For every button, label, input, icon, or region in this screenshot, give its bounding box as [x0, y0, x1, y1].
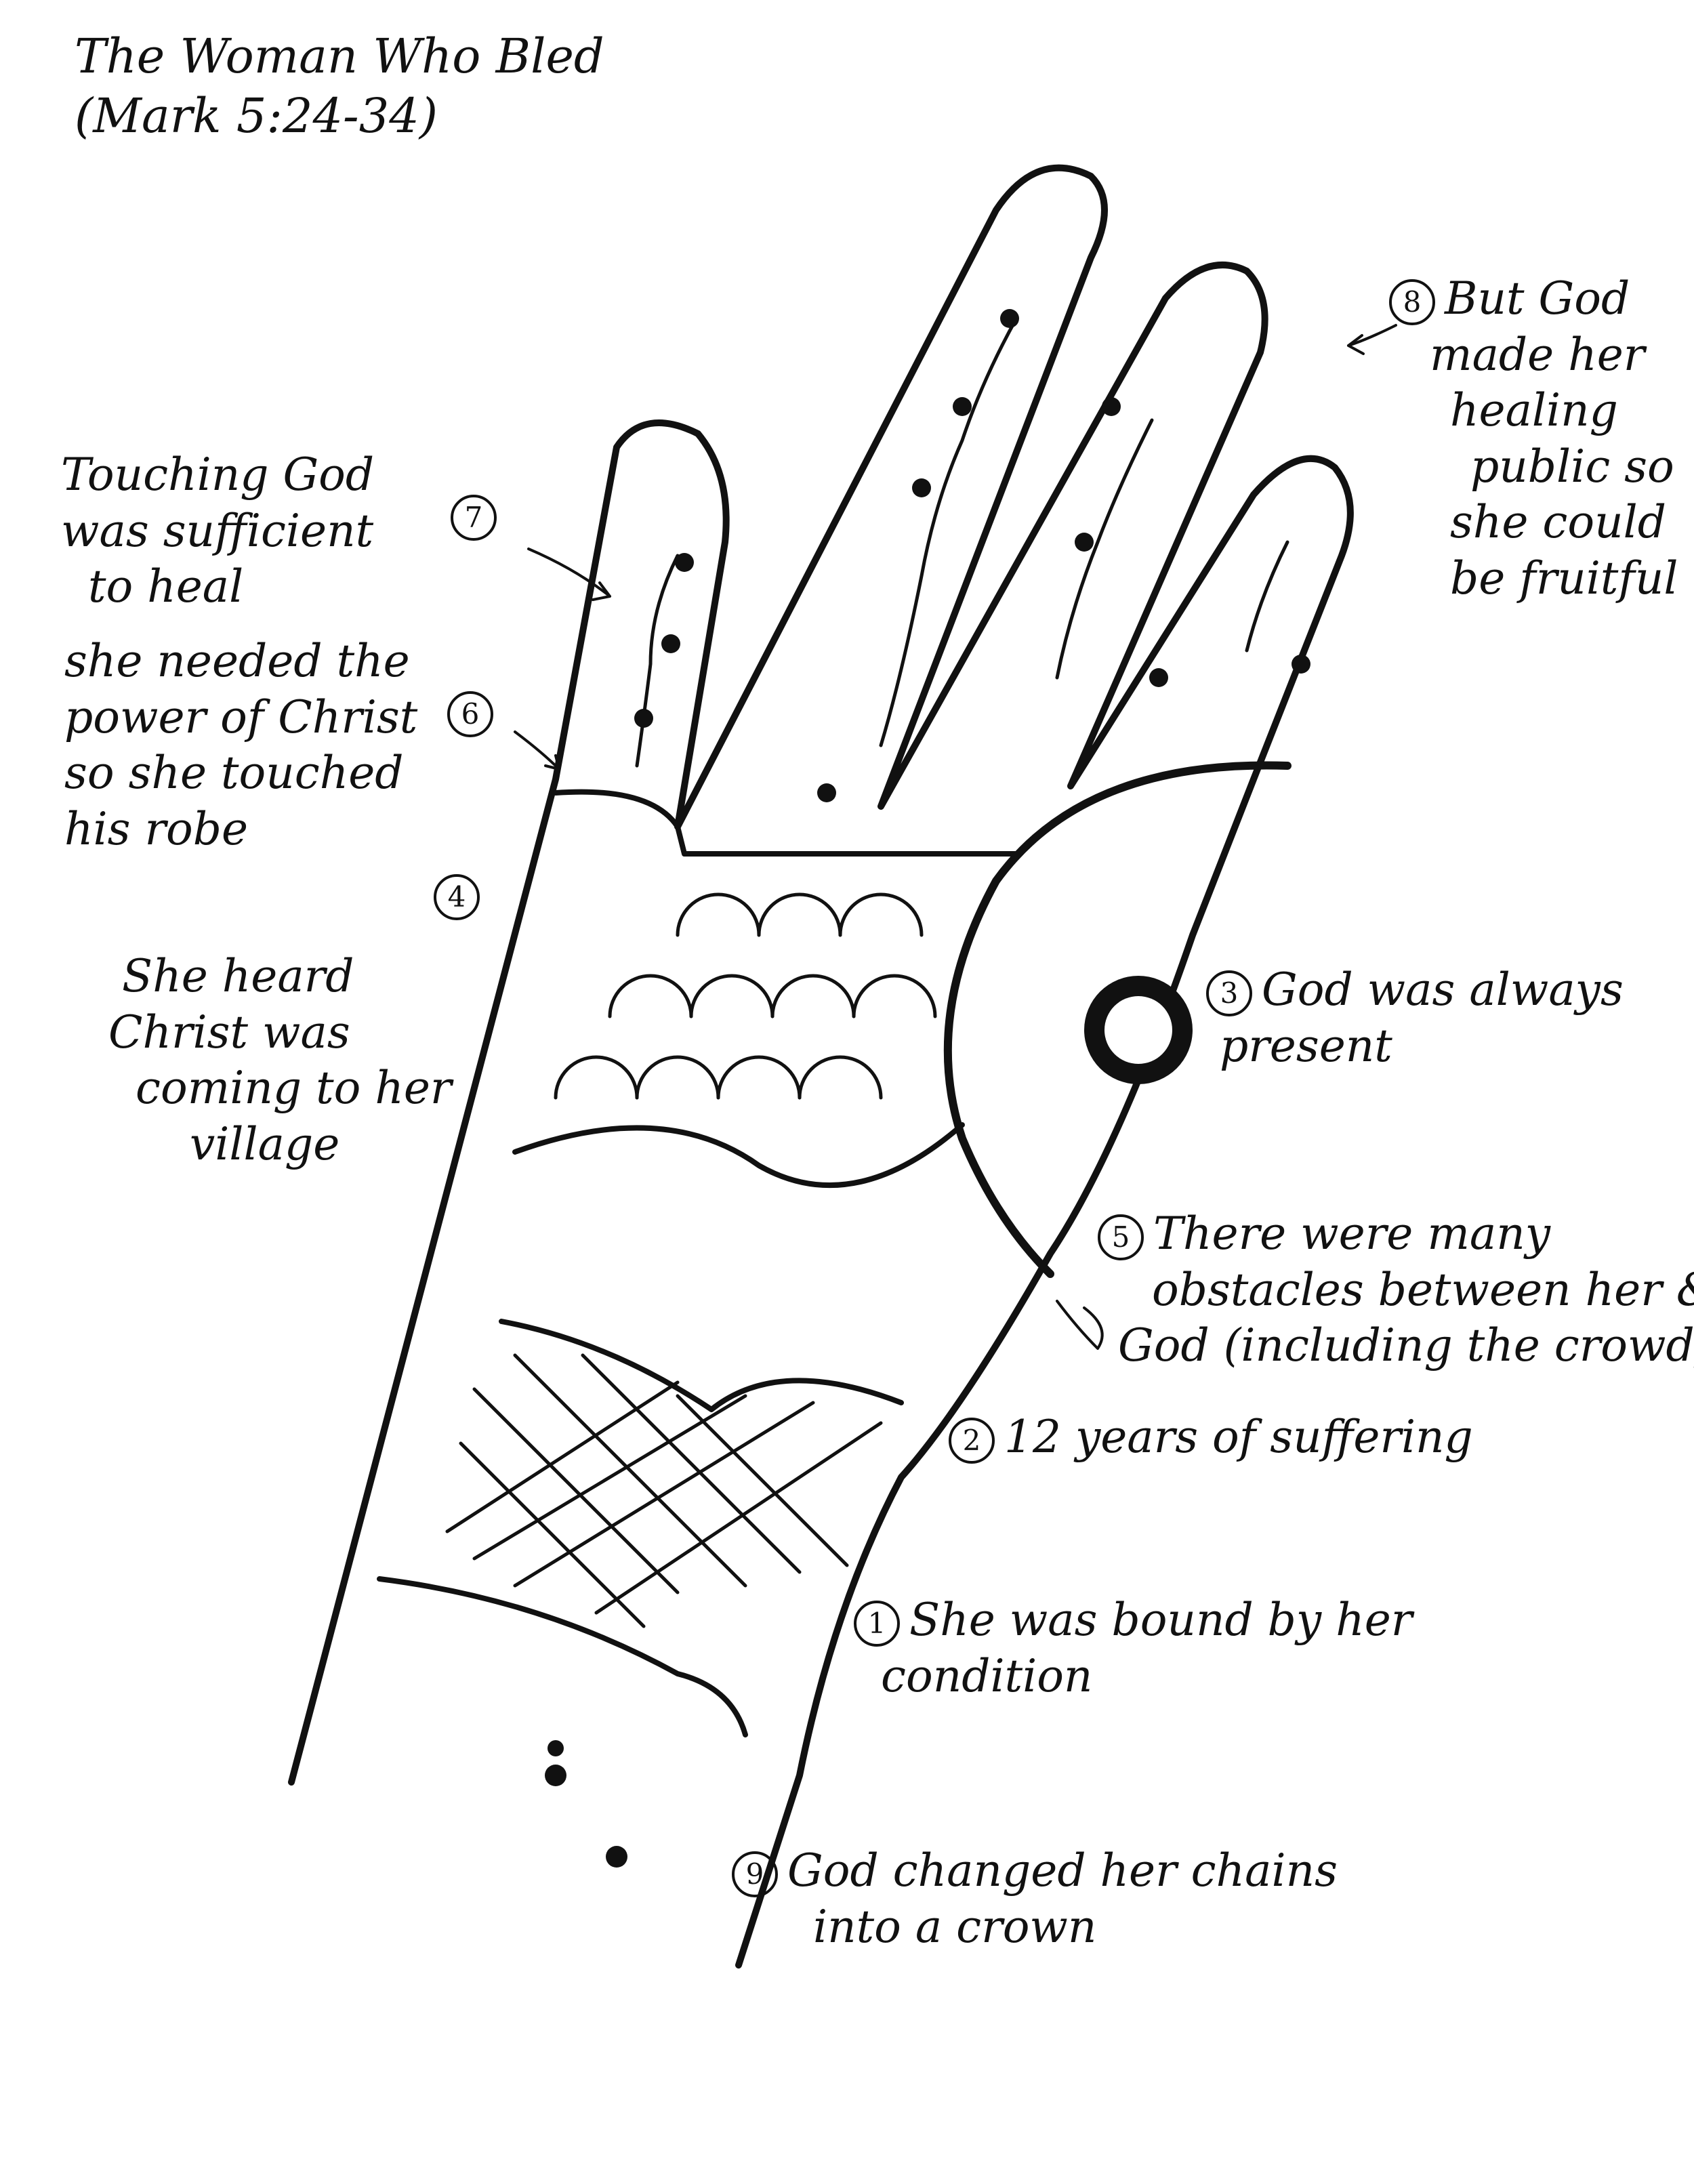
finger-vines	[635, 316, 1289, 768]
annotation-7-line-1: Touching God	[61, 449, 375, 501]
number-badge-4: 4	[434, 874, 480, 920]
title-line-2: (Mark 5:24-34)	[75, 87, 438, 144]
annotation-1-text-1: She was bound by her	[909, 1594, 1413, 1646]
number-badge-9: 9	[732, 1851, 778, 1897]
sun-ring	[1104, 996, 1172, 1064]
annotation-8-text-1: But God	[1445, 272, 1630, 325]
palm-band-top	[553, 789, 1019, 857]
annotation-5-line-3: God (including the crowd)	[1118, 1319, 1694, 1372]
annotation-4-number: 4	[434, 874, 489, 920]
annotation-7: Touching God was sufficient to heal	[61, 447, 374, 615]
annotation-8-line-5: she could	[1450, 496, 1666, 548]
title-line-1: The Woman Who Bled	[75, 28, 604, 84]
annotation-9-line-2: into a crown	[813, 1900, 1097, 1953]
annotation-5-text-1: There were many	[1153, 1208, 1551, 1260]
number-badge-2: 2	[949, 1418, 995, 1464]
annotation-7-number: 7	[451, 495, 506, 541]
annotation-9-text-1: God changed her chains	[787, 1845, 1338, 1897]
annotation-4-line-1: She heard	[122, 950, 354, 1002]
annotation-6-number: 6	[447, 691, 503, 737]
annotation-4-line-2: Christ was	[108, 1006, 350, 1058]
annotation-6-line-4: his robe	[64, 802, 249, 855]
annotation-6-line-2: power of Christ	[64, 691, 418, 743]
annotation-4-line-4: village	[190, 1117, 340, 1170]
annotation-6-line-3: so she touched	[64, 747, 404, 799]
hand-outline	[288, 164, 1354, 1969]
annotation-4-line-3: coming to her	[136, 1062, 452, 1114]
page-title: The Woman Who Bled (Mark 5:24-34)	[75, 27, 604, 146]
annotation-8-line-4: public so	[1470, 440, 1674, 493]
annotation-6: she needed the power of Christ so she to…	[64, 634, 417, 857]
number-badge-6: 6	[447, 691, 493, 737]
palm-band-scallop	[499, 1319, 904, 1412]
scallop-arcs	[554, 892, 937, 1100]
annotation-3-text-1: God was always	[1262, 964, 1624, 1016]
number-badge-5: 5	[1098, 1214, 1144, 1260]
wrist-band	[377, 1576, 748, 1737]
annotation-5-line-2: obstacles between her &	[1152, 1263, 1694, 1316]
annotation-7-line-3: to heal	[88, 560, 244, 613]
number-badge-1: 1	[854, 1601, 900, 1647]
annotation-3-line-2: present	[1220, 1019, 1392, 1072]
annotation-8-line-6: be fruitful	[1450, 552, 1678, 604]
annotation-7-line-2: was sufficient	[61, 504, 374, 557]
number-badge-3: 3	[1206, 970, 1252, 1016]
half-sun-motif	[943, 761, 1292, 1278]
annotation-8-line-3: healing	[1450, 384, 1618, 436]
annotation-4: She heard Christ was coming to her villa…	[108, 949, 451, 1172]
palm-band-mid	[512, 1122, 965, 1189]
annotation-8-line-2: made her	[1430, 328, 1645, 381]
mesh-pattern	[445, 1353, 883, 1628]
number-badge-7: 7	[451, 495, 497, 541]
number-badge-8: 8	[1389, 279, 1435, 325]
annotation-6-line-1: she needed the	[64, 635, 410, 687]
leader-arrows	[514, 324, 1397, 1350]
decorative-dots	[545, 309, 1310, 1868]
annotation-2-text-1: 12 years of suffering	[1004, 1411, 1473, 1463]
annotation-1-line-2: condition	[881, 1649, 1093, 1702]
